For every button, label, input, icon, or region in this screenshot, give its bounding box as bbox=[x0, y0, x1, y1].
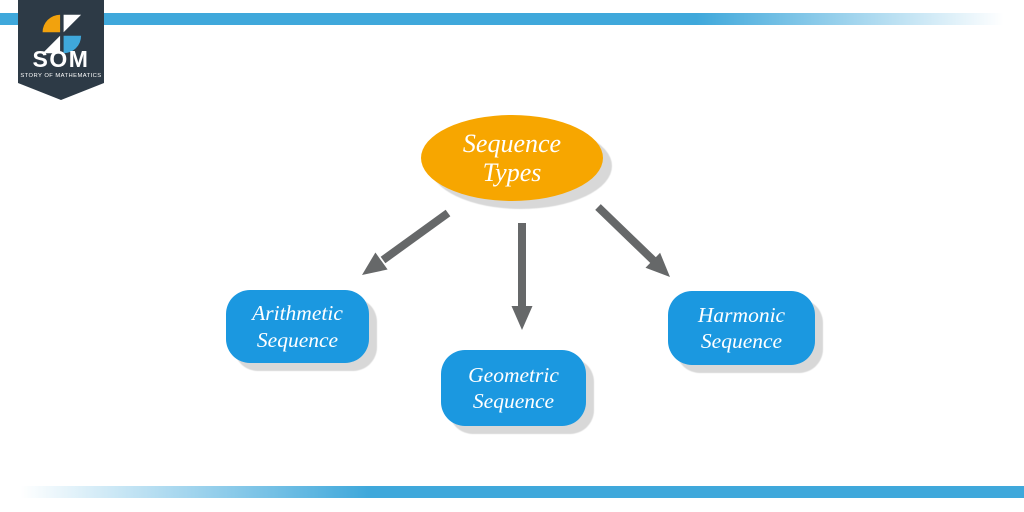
arrow-shaft bbox=[595, 204, 657, 264]
bottom-stripe-decoration bbox=[0, 486, 1024, 498]
node-label-line: Sequence bbox=[462, 128, 562, 158]
logo-quarter-blue bbox=[63, 35, 82, 54]
arrow-to-arithmetic bbox=[362, 209, 451, 275]
logo-tagline: STORY OF MATHEMATICS bbox=[20, 73, 102, 79]
node-label-line: Types bbox=[482, 158, 542, 187]
arrow-head bbox=[362, 252, 388, 275]
node-sequence-types: Sequence Types bbox=[421, 115, 603, 201]
logo-quarter-orange bbox=[42, 14, 61, 33]
node-label-line: Sequence bbox=[256, 327, 339, 352]
node-label-line: Arithmetic bbox=[252, 301, 343, 326]
som-logo-banner: SOM STORY OF MATHEMATICS bbox=[18, 0, 104, 100]
node-label-line: Harmonic bbox=[697, 302, 786, 327]
arrow-shaft bbox=[380, 209, 451, 264]
arrow-to-geometric bbox=[511, 223, 533, 330]
node-geometric-sequence: Geometric Sequence bbox=[441, 350, 586, 426]
node-harmonic-sequence: Harmonic Sequence bbox=[668, 291, 815, 365]
arrow-head bbox=[511, 306, 533, 330]
arrow-head bbox=[645, 252, 670, 277]
arrow-to-harmonic bbox=[595, 204, 670, 277]
logo-text: SOM bbox=[32, 46, 90, 72]
top-stripe-decoration bbox=[0, 13, 1024, 25]
node-label-line: Sequence bbox=[472, 389, 555, 413]
node-label-line: Geometric bbox=[468, 362, 559, 387]
logo-triangle-top bbox=[63, 14, 82, 33]
node-arithmetic-sequence: Arithmetic Sequence bbox=[226, 290, 369, 363]
node-label-line: Sequence bbox=[700, 329, 783, 353]
logo-triangle-bottom bbox=[42, 35, 61, 54]
som-logo-icon bbox=[42, 14, 82, 54]
